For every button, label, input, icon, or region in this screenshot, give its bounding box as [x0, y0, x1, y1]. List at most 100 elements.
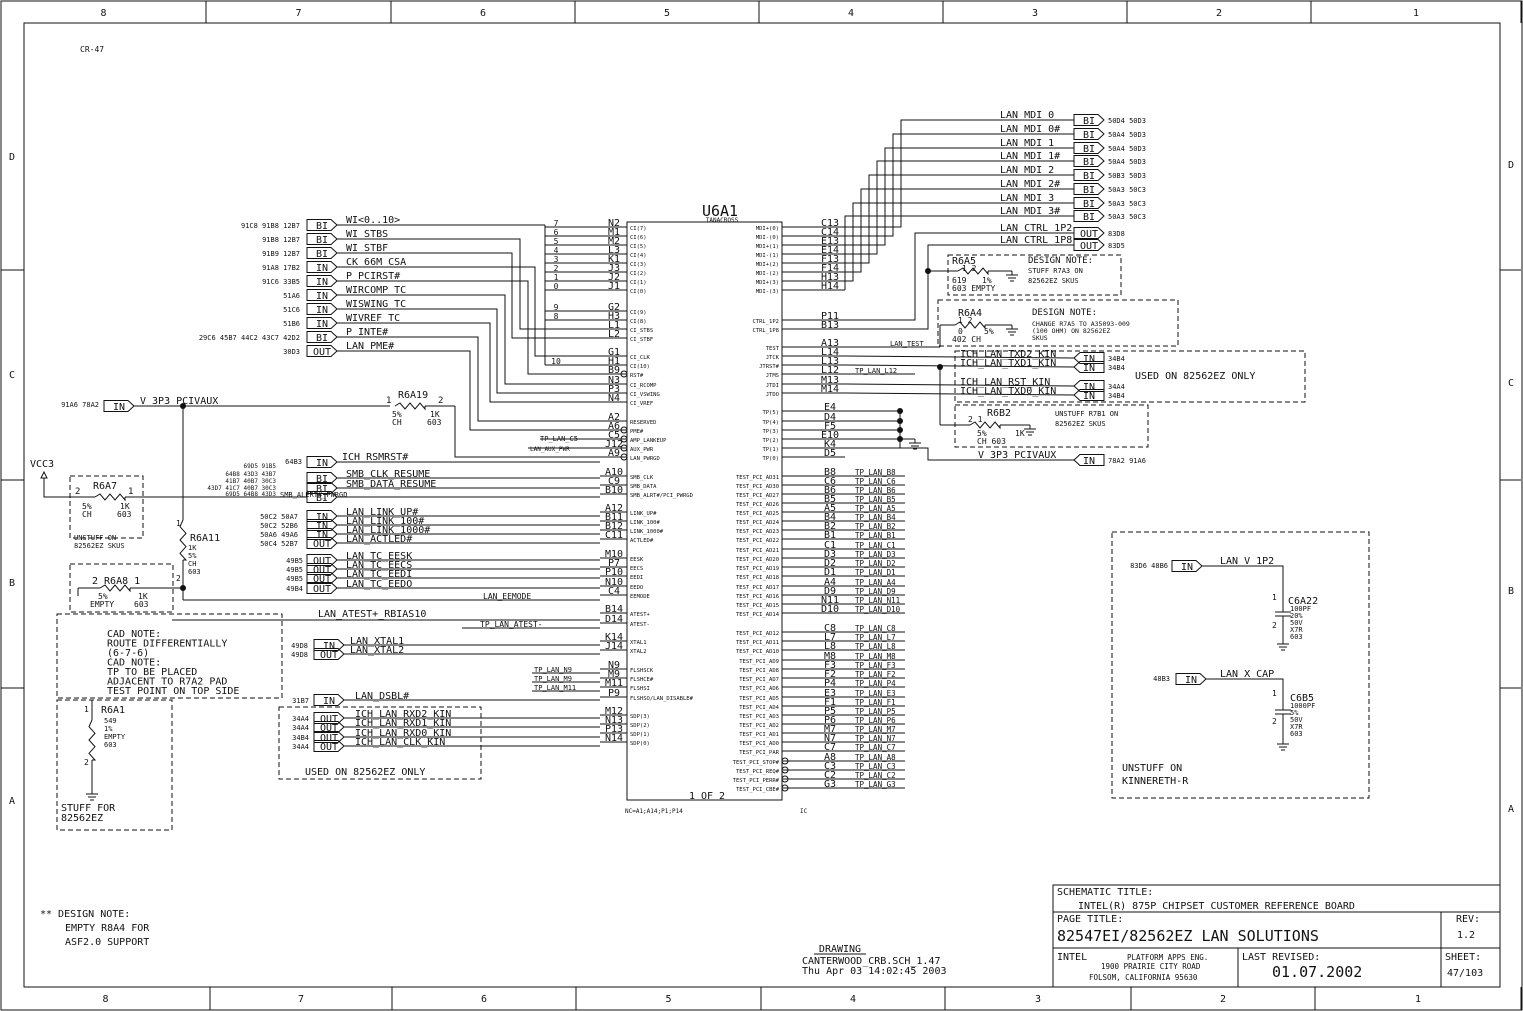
pin-number: B4: [824, 512, 836, 523]
pin-name: SMB_ALRT#/PCI_PWRGD: [630, 493, 693, 499]
r6a7-note: UNSTUFF ON: [74, 534, 116, 542]
pin-name: XTAL1: [630, 640, 647, 646]
pin-number: M14: [821, 384, 839, 395]
net-label: SMB_DATA_RESUME: [346, 479, 436, 490]
tp-label: TP_LAN_M11: [534, 684, 576, 692]
port-type: IN: [113, 402, 125, 413]
port-connector: [1073, 114, 1105, 126]
port-connector: [306, 247, 338, 259]
tp-net-label: TP_LAN_C7: [855, 743, 896, 752]
r6a1-note: 82562EZ: [61, 813, 103, 824]
r6a11-pin: 1: [176, 519, 181, 528]
pin-number: D14: [605, 614, 623, 625]
wire-jtag: [844, 392, 1075, 396]
pin-name: PME#: [630, 429, 644, 435]
port-type: BI: [1083, 185, 1095, 196]
net-label: WISWING_TC: [346, 299, 406, 310]
pin-name: CI_VSWING: [630, 392, 660, 398]
pin-name: RESERVED: [630, 420, 657, 426]
schematic-title-label: SCHEMATIC TITLE:: [1057, 887, 1153, 898]
net-label: V_3P3_PCIVAUX: [978, 450, 1056, 461]
tp-net-label: TP_LAN_C3: [855, 762, 896, 771]
port-type: BI: [316, 474, 328, 485]
r6a4-refdes: R6A4: [958, 308, 982, 319]
pin-number: M12: [605, 706, 623, 717]
c6a22-refdes: C6A22: [1288, 596, 1318, 607]
pin-number: F5: [824, 421, 836, 432]
bus-index: 1: [554, 273, 559, 282]
vcc3-label: VCC3: [30, 459, 54, 470]
port-type: BI: [316, 235, 328, 246]
pin-number: H1: [608, 356, 620, 367]
pin-name: LINK_100#: [630, 520, 660, 526]
bus-index: 8: [554, 312, 559, 321]
r6a7-value: 1K: [120, 502, 130, 511]
tp-net-label: TP_LAN_D3: [855, 550, 896, 559]
pin-number: F2: [824, 669, 836, 680]
r6a5-note-title: DESIGN NOTE:: [1028, 256, 1093, 266]
resistor-symbol: [954, 321, 986, 330]
row-label: C: [9, 370, 15, 381]
pin-name: FLSHSCK: [630, 668, 654, 674]
pin-name: TEST_PCI_PERR#: [733, 778, 780, 784]
pin-number: A10: [605, 467, 623, 478]
net-label: LAN_LINK_1000#: [346, 525, 430, 536]
pin-number: E13: [821, 236, 839, 247]
r6a4-value: 5%: [984, 327, 994, 336]
net-label: LAN_MDI_2#: [1000, 179, 1060, 190]
pin-name: EEDO: [630, 585, 643, 591]
c6a22-pin: 1: [1272, 593, 1277, 602]
row-label: B: [1508, 586, 1514, 597]
tp-net-label: TP_LAN_F3: [855, 661, 896, 670]
pin-name: CI_CLK: [630, 355, 651, 361]
row-label: A: [9, 796, 15, 807]
port-connector: [306, 233, 338, 245]
pin-number: N9: [608, 660, 620, 671]
port-type: IN: [323, 641, 335, 652]
pin-name: TEST_PCI_AD11: [736, 640, 779, 646]
r6a19-value: CH: [392, 418, 402, 427]
pin-number: L2: [608, 329, 620, 340]
net-label: P_PCIRST#: [346, 271, 400, 282]
inner-frame: [23, 22, 1501, 988]
pin-name: TEST_PCI_AD14: [736, 612, 780, 618]
tp-net-label: TP_LAN_P4: [855, 679, 896, 688]
wire-jtag: [844, 383, 1075, 387]
pin-name: JTMS: [766, 373, 779, 379]
r6a1-value: 603: [104, 741, 117, 749]
port-type: BI: [1083, 130, 1095, 141]
r6a8-refdes: 2 R6A8 1: [92, 576, 140, 587]
pin-name: TEST_PCI_AD9: [739, 659, 779, 665]
u6a1-part: TANACROSS: [706, 217, 739, 224]
r6a8-box: [69, 563, 174, 613]
port-type: OUT: [320, 714, 338, 725]
net-label: LAN_LINK_100#: [346, 516, 424, 527]
column-label: 8: [100, 8, 106, 19]
pin-number: F1: [824, 697, 836, 708]
r6a7-pin: 1: [128, 487, 133, 497]
wire-mdi: [845, 202, 1074, 282]
cad-note-line: CAD NOTE:: [107, 629, 161, 640]
schematic-title: INTEL(R) 875P CHIPSET CUSTOMER REFERENCE…: [1078, 901, 1355, 912]
r6a5-value: 619: [952, 276, 967, 285]
c6b5-refdes: C6B5: [1290, 693, 1314, 704]
wire-ctrl-1p2: [845, 232, 1074, 321]
row-label: D: [9, 152, 15, 163]
tp-net-label: TP_LAN_N11: [855, 596, 900, 605]
r6a19-value: 5%: [392, 410, 402, 419]
port-connector: [306, 261, 338, 273]
pin-name: TEST_PCI_AD16: [736, 594, 779, 600]
port-ref: 91B8 12B7: [262, 236, 300, 244]
pin-number: J2: [608, 272, 620, 283]
pin-number: K1: [608, 254, 620, 265]
port-ref: 29C6 45B7 44C2 43C7 42D2: [199, 334, 300, 342]
pin-number: C3: [824, 761, 836, 772]
port-connector: [1073, 142, 1105, 154]
cad-note-line: TP TO BE PLACED: [107, 667, 197, 678]
port-type: IN: [316, 305, 328, 316]
net-label: ICH_RSMRST#: [342, 452, 408, 463]
pin-number: L12: [821, 365, 839, 376]
pin-number: B5: [824, 494, 836, 505]
inversion-bubble: [620, 453, 628, 461]
